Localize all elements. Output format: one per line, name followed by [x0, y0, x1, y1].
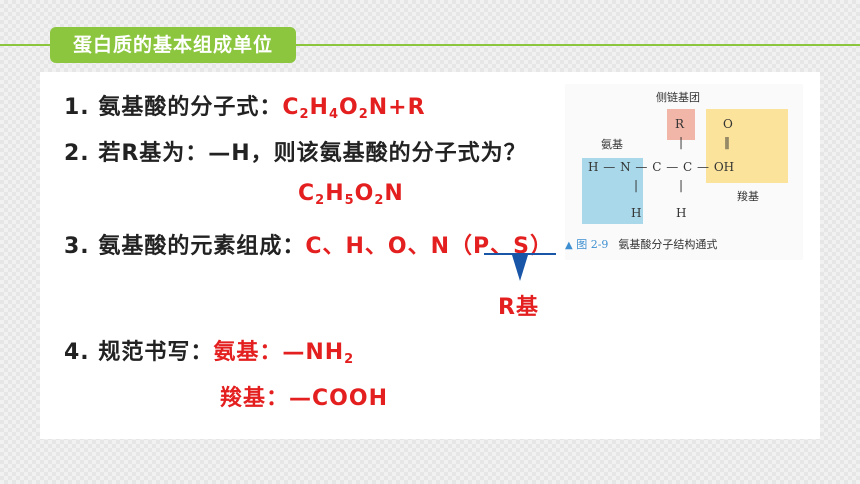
q1-label: 1. 氨基酸的分子式：: [64, 95, 283, 120]
amino-formula: —NH2: [282, 340, 355, 367]
q2-answer: C2H5O2N: [298, 181, 404, 208]
carboxyl-group-box: [706, 109, 788, 183]
title-underline: [0, 44, 860, 46]
q4-label: 4. 规范书写：: [64, 340, 214, 365]
bond-r-c: |: [679, 135, 684, 149]
r-group-box: [667, 109, 695, 140]
side-chain-label: 侧链基团: [656, 91, 700, 104]
amino-group-box: [582, 158, 643, 224]
caption-triangle-icon: ▲: [565, 240, 573, 251]
amino-label: 氨基: [601, 138, 623, 151]
amino-label: 氨基：: [213, 340, 283, 365]
question-3: 3. 氨基酸的元素组成：C、H、O、N（P、S）: [64, 228, 553, 260]
q3-label: 3. 氨基酸的元素组成：: [64, 234, 306, 259]
page-title: 蛋白质的基本组成单位: [50, 27, 296, 63]
carboxyl-label: 羧基：: [220, 386, 290, 411]
amino-acid-structure-figure: 侧链基团 氨基 羧基 R | O ‖ H — N — C — C — OH | …: [565, 84, 803, 260]
double-bond: ‖: [724, 135, 730, 149]
h-below-n: H: [631, 206, 642, 220]
question-4: 4. 规范书写：氨基：—NH2: [64, 334, 354, 367]
r-symbol: R: [675, 117, 685, 131]
h-below-c: H: [676, 206, 687, 220]
q1-formula: C2H4O2N+R: [282, 95, 426, 122]
question-2: 2. 若R基为：—H，则该氨基酸的分子式为？: [64, 141, 527, 166]
carboxyl-line: 羧基：—COOH: [220, 380, 388, 412]
ps-arrow: [512, 255, 528, 281]
ps-bracket: [484, 253, 556, 255]
question-1: 1. 氨基酸的分子式：C2H4O2N+R: [64, 89, 426, 122]
carboxyl-label: 羧基: [737, 190, 759, 203]
backbone-row: H — N — C — C — OH: [588, 160, 735, 174]
r-group-note: R基: [498, 295, 539, 320]
o-symbol: O: [723, 117, 733, 131]
bond-n-h: |: [634, 178, 639, 192]
carboxyl-formula: —COOH: [289, 386, 388, 411]
bond-c-h: |: [679, 178, 684, 192]
